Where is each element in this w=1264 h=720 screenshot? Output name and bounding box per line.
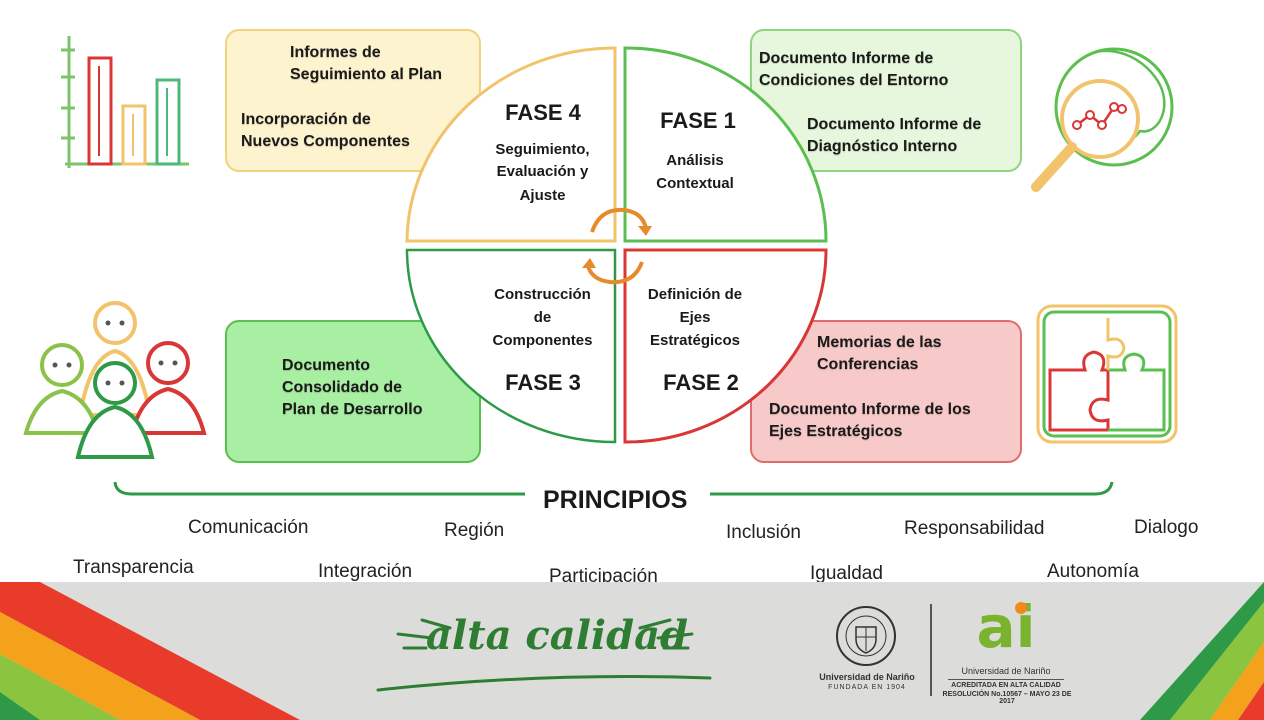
principio-igualdad: Igualdad <box>810 563 883 584</box>
box-yellow-line1: Informes de <box>290 44 381 61</box>
principio-inclusion: Inclusión <box>726 522 801 543</box>
puzzle-icon <box>1036 304 1178 444</box>
quadrant-fase2 <box>623 248 828 444</box>
fase3-desc-line2: de <box>533 309 552 326</box>
fase4-desc-line3: Ajuste <box>519 187 566 204</box>
quadrant-fase3 <box>405 248 617 444</box>
box-green-top-line1: Documento Informe de <box>759 50 934 67</box>
box-green-top-line3: Documento Informe de <box>807 116 982 133</box>
fase4-title: FASE 4 <box>505 100 581 125</box>
fase4-desc-line1: Seguimiento, <box>495 141 590 158</box>
principios-title: PRINCIPIOS <box>543 486 688 514</box>
people-group-icon <box>23 301 207 459</box>
fase1-title: FASE 1 <box>660 108 736 133</box>
principio-dialogo: Dialogo <box>1134 517 1199 538</box>
principio-autonomia: Autonomía <box>1047 561 1139 582</box>
quadrant-fase4 <box>405 46 617 243</box>
slogan-decoration <box>376 618 712 692</box>
fase1-desc-line1: Análisis <box>666 152 724 169</box>
box-green-top-line2: Condiciones del Entorno <box>759 72 949 89</box>
box-red-line3: Documento Informe de los <box>769 401 971 418</box>
box-red-line1: Memorias de las <box>817 334 942 351</box>
fase2-desc-line1: Definición de <box>647 286 743 303</box>
principios-brace <box>113 481 1114 496</box>
footer-right-stripes <box>1140 582 1264 720</box>
cycle-arrow-bottom <box>586 261 644 285</box>
fase4-desc-line2: Evaluación y <box>496 163 589 180</box>
box-yellow-line4: Nuevos Componentes <box>241 133 410 150</box>
accreditation-text: ACREDITADA EN ALTA CALIDAD <box>951 682 1061 689</box>
box-green-top-line4: Diagnóstico Interno <box>807 138 958 155</box>
fase2-desc-line3: Estratégicos <box>649 332 741 349</box>
box-green-bottom-line2: Consolidado de <box>282 379 402 396</box>
accreditation-underline <box>948 679 1064 680</box>
bar-chart-icon <box>61 36 189 168</box>
university-seal-icon <box>836 606 896 666</box>
footer-left-stripes <box>0 582 300 720</box>
university-founded: FUNDADA EN 1904 <box>828 684 906 691</box>
principio-region: Región <box>444 520 505 541</box>
box-green-bottom-line1: Documento <box>282 357 370 374</box>
fase3-title: FASE 3 <box>505 370 581 395</box>
principio-transparencia: Transparencia <box>73 557 194 578</box>
accreditation-university: Universidad de Nariño <box>961 666 1051 676</box>
quadrant-fase1 <box>623 46 828 243</box>
fase1-desc-line2: Contextual <box>656 175 734 192</box>
accreditation-logo-letters: ai <box>976 593 1036 661</box>
principio-participacion: Participación <box>549 566 658 587</box>
principio-responsabilidad: Responsabilidad <box>904 518 1045 539</box>
magnifier-map-icon <box>1031 47 1174 192</box>
box-yellow-line2: Seguimiento al Plan <box>290 66 443 83</box>
fase3-desc-line3: Componentes <box>492 332 593 349</box>
fase2-desc-line2: Ejes <box>679 309 711 326</box>
principio-integracion: Integración <box>318 561 413 582</box>
phase-cycle-diagram <box>405 46 828 444</box>
slogan-text: alta calidad <box>426 612 688 659</box>
fase3-desc-line1: Construcción <box>494 286 591 303</box>
university-name: Universidad de Nariño <box>819 672 915 682</box>
box-green-bottom-line3: Plan de Desarrollo <box>282 401 423 418</box>
box-red-line4: Ejes Estratégicos <box>769 423 903 440</box>
logo-divider <box>930 604 932 696</box>
accreditation-dot <box>1015 602 1027 614</box>
principio-comunicacion: Comunicación <box>188 517 309 538</box>
box-yellow-line3: Incorporación de <box>241 111 371 128</box>
cycle-arrow-top <box>590 207 648 233</box>
accreditation-resolution: RESOLUCIÓN No.10567 – MAYO 23 DE 2017 <box>942 691 1072 705</box>
fase2-title: FASE 2 <box>663 370 739 395</box>
box-red-line2: Conferencias <box>817 356 919 373</box>
